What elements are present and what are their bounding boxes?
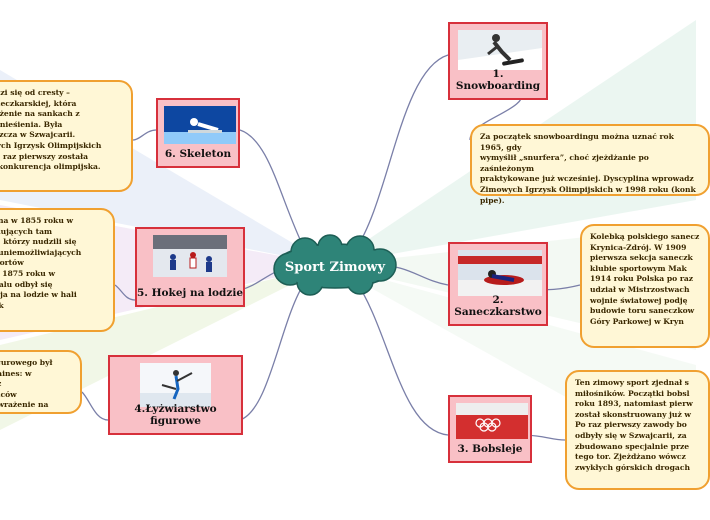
topic-label: 3. Bobsleje <box>457 443 523 455</box>
skeleton-photo <box>164 106 236 144</box>
note-snowboarding: Za początek snowboardingu można uznać ro… <box>470 124 710 205</box>
topic-card-saneczkarstwo[interactable]: 2. Saneczkarstwo <box>448 242 548 326</box>
note-saneczkarstwo: Kolebką polskiego sanecz Krynica-Zdrój. … <box>580 224 710 348</box>
topic-card-skeleton[interactable]: 6. Skeleton <box>156 98 240 168</box>
topic-label: 4.Łyżwiarstwo figurowe <box>134 403 217 427</box>
topic-card-lyzwiarstwo-figurowe[interactable]: 4.Łyżwiarstwo figurowe <box>108 355 243 435</box>
topic-card-bobsleje[interactable]: 3. Bobsleje <box>448 395 532 463</box>
topic-card-snowboarding[interactable]: 1. Snowboarding <box>448 22 548 100</box>
topic-label: 2. Saneczkarstwo <box>454 294 542 318</box>
ice-hockey-photo <box>153 235 227 277</box>
note-hokej-na-lodzie: iona w 1855 roku w onujących tam zy, któ… <box>0 208 115 332</box>
topic-card-hokej-na-lodzie[interactable]: 5. Hokej na lodzie <box>135 227 245 307</box>
snowboarder-photo <box>458 30 542 70</box>
bobsleigh-photo <box>456 403 528 439</box>
central-topic-label: Sport Zimowy <box>285 260 386 275</box>
topic-label: 5. Hokej na lodzie <box>137 287 244 299</box>
note-bobsleje: Ten zimowy sport zjednał s miłośników. P… <box>565 370 710 490</box>
central-topic[interactable]: Sport Zimowy <box>265 234 405 297</box>
topic-label: 6. Skeleton <box>164 148 232 160</box>
note-lyzwiarstwo-figurowe: figurowego był Haines: w y z ańców e wra… <box>0 350 82 414</box>
luge-photo <box>458 250 542 296</box>
topic-label: 1. Snowboarding <box>455 68 541 92</box>
note-skeleton: odzi się od cresty – aneczkarskiej, któr… <box>0 80 133 192</box>
figure-skating-photo <box>140 363 211 407</box>
